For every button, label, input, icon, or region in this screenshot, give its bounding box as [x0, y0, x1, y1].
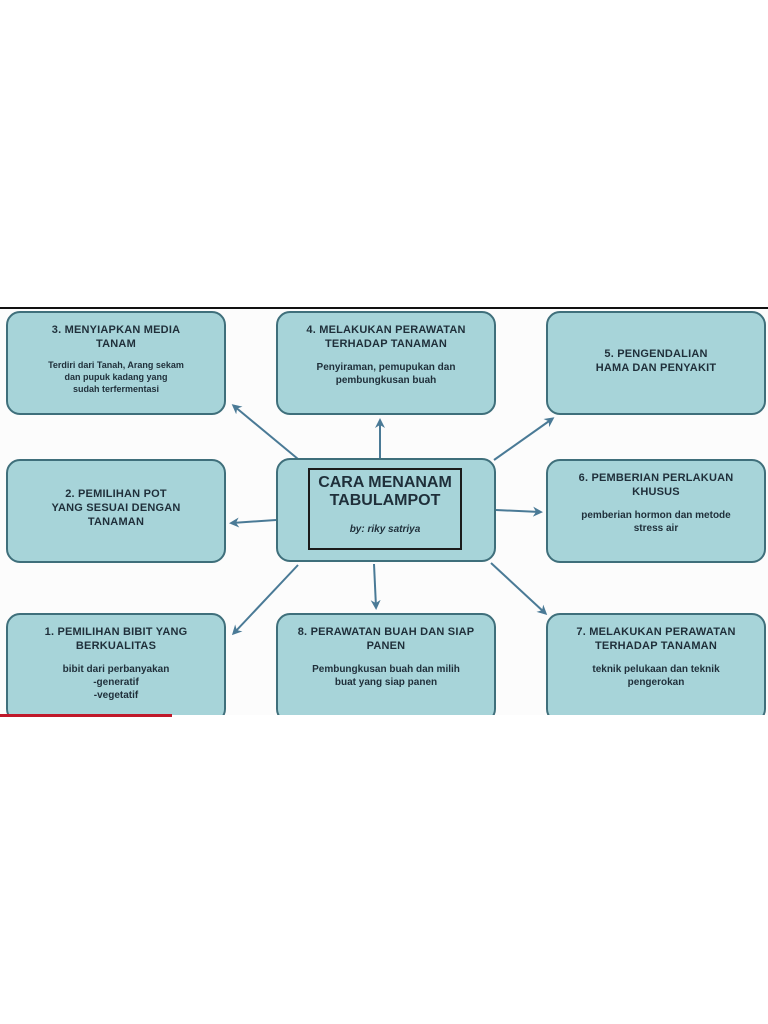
arrow-to-step-7 [490, 562, 548, 616]
center-title-line: CARA MENANAM [318, 474, 452, 491]
node-step-1-desc-line: -generatif [93, 677, 139, 688]
node-step-5-title-line: 5. PENGENDALIAN [604, 348, 708, 360]
node-step-1-title-line: 1. PEMILIHAN BIBIT YANG [44, 626, 188, 638]
node-step-1-desc-line: bibit dari perbanyakan [62, 664, 170, 675]
node-step-6-title-line: 6. PEMBERIAN PERLAKUAN [578, 472, 734, 484]
node-step-8-title-line: PANEN [366, 640, 406, 652]
arrow-to-step-1 [231, 564, 299, 636]
node-step-3-desc: Terdiri dari Tanah, Arang sekam dan pupu… [16, 359, 216, 395]
node-step-3-title-line: TANAM [96, 338, 136, 350]
node-step-3: 3. MENYIAPKAN MEDIA TANAM Terdiri dari T… [6, 311, 226, 415]
node-step-1-desc: bibit dari perbanyakan -generatif -veget… [16, 663, 216, 702]
arrow-to-step-6 [495, 506, 543, 517]
arrow-to-step-2 [229, 517, 277, 528]
node-step-3-title-line: 3. MENYIAPKAN MEDIA [51, 324, 181, 336]
node-step-7-title-line: TERHADAP TANAMAN [595, 640, 717, 652]
arrows-layer [229, 404, 555, 636]
center-title-line: TABULAMPOT [329, 492, 441, 509]
mind-map-diagram: 3. MENYIAPKAN MEDIA TANAM Terdiri dari T… [0, 309, 768, 715]
node-step-4-desc: Penyiraman, pemupukan dan pembungkusan b… [286, 361, 486, 387]
node-step-8-title-line: 8. PERAWATAN BUAH DAN SIAP [297, 626, 475, 638]
node-step-4-desc-line: pembungkusan buah [335, 375, 437, 386]
arrow-to-step-3 [231, 404, 299, 460]
node-step-4-title: 4. MELAKUKAN PERAWATAN TERHADAP TANAMAN [286, 323, 486, 351]
node-step-6-desc-line: pemberian hormon dan metode [581, 510, 731, 521]
node-step-4: 4. MELAKUKAN PERAWATAN TERHADAP TANAMAN … [276, 311, 496, 415]
node-step-5-title-line: HAMA DAN PENYAKIT [595, 362, 717, 374]
node-step-7-desc-line: pengerokan [627, 677, 685, 688]
node-step-3-desc-line: sudah terfermentasi [72, 384, 160, 394]
node-step-2-title-line: TANAMAN [87, 516, 145, 528]
node-step-7-desc-line: teknik pelukaan dan teknik [592, 664, 720, 675]
node-step-8: 8. PERAWATAN BUAH DAN SIAP PANEN Pembung… [276, 613, 496, 715]
node-step-2-title-line: 2. PEMILIHAN POT [65, 488, 167, 500]
node-step-1-desc-line: -vegetatif [93, 690, 139, 701]
center-topic: CARA MENANAM TABULAMPOT by: riky satriya [276, 458, 496, 562]
node-step-6-title-line: KHUSUS [632, 486, 680, 498]
node-step-8-desc-line: buat yang siap panen [334, 677, 438, 688]
center-author: by: riky satriya [349, 524, 421, 535]
center-title-frame: CARA MENANAM TABULAMPOT by: riky satriya [308, 468, 462, 550]
node-step-3-title: 3. MENYIAPKAN MEDIA TANAM [16, 323, 216, 351]
node-step-2: 2. PEMILIHAN POT YANG SESUAI DENGAN TANA… [6, 459, 226, 563]
node-step-8-title: 8. PERAWATAN BUAH DAN SIAP PANEN [286, 625, 486, 653]
node-step-4-title-line: 4. MELAKUKAN PERAWATAN [306, 324, 466, 336]
node-step-8-desc: Pembungkusan buah dan milih buat yang si… [286, 663, 486, 689]
node-step-2-title: 2. PEMILIHAN POT YANG SESUAI DENGAN TANA… [16, 487, 216, 529]
node-step-7-title: 7. MELAKUKAN PERAWATAN TERHADAP TANAMAN [556, 625, 756, 653]
node-step-7-desc: teknik pelukaan dan teknik pengerokan [556, 663, 756, 689]
node-step-1: 1. PEMILIHAN BIBIT YANG BERKUALITAS bibi… [6, 613, 226, 715]
node-step-1-title: 1. PEMILIHAN BIBIT YANG BERKUALITAS [16, 625, 216, 653]
node-step-4-title-line: TERHADAP TANAMAN [325, 338, 447, 350]
node-step-2-title-line: YANG SESUAI DENGAN [51, 502, 181, 514]
node-step-6-desc: pemberian hormon dan metode stress air [556, 509, 756, 535]
node-step-7: 7. MELAKUKAN PERAWATAN TERHADAP TANAMAN … [546, 613, 766, 715]
node-step-6-title: 6. PEMBERIAN PERLAKUAN KHUSUS [556, 471, 756, 499]
node-step-6: 6. PEMBERIAN PERLAKUAN KHUSUS pemberian … [546, 459, 766, 563]
node-step-3-desc-line: Terdiri dari Tanah, Arang sekam [48, 360, 184, 370]
node-step-8-desc-line: Pembungkusan buah dan milih [312, 664, 460, 675]
node-step-7-title-line: 7. MELAKUKAN PERAWATAN [576, 626, 736, 638]
node-step-6-desc-line: stress air [633, 523, 679, 534]
top-border-line [0, 307, 768, 309]
accent-red-line [0, 714, 172, 717]
arrow-to-step-5 [493, 417, 555, 461]
node-step-5: 5. PENGENDALIAN HAMA DAN PENYAKIT [546, 311, 766, 415]
arrow-to-step-8 [370, 563, 381, 610]
node-step-1-title-line: BERKUALITAS [75, 640, 157, 652]
node-step-4-desc-line: Penyiraman, pemupukan dan [316, 362, 456, 373]
center-title: CARA MENANAM TABULAMPOT [310, 474, 460, 510]
node-step-5-title: 5. PENGENDALIAN HAMA DAN PENYAKIT [556, 347, 756, 375]
node-step-3-desc-line: dan pupuk kadang yang [64, 372, 168, 382]
